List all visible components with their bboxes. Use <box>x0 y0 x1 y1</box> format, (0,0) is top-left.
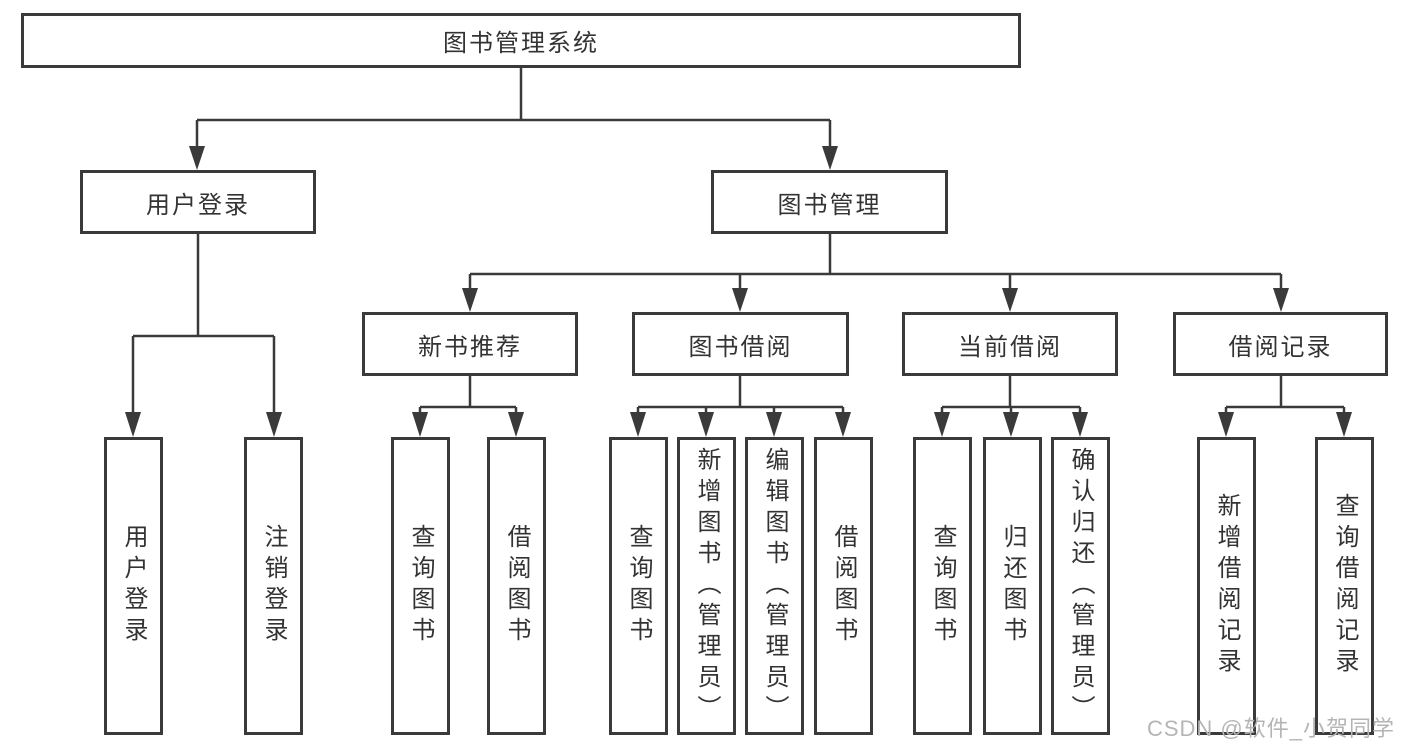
leaf-query-books-recommend-label: 查询图书 <box>407 524 434 648</box>
branch-new-book-recommend <box>412 376 524 437</box>
branch-root <box>189 68 838 170</box>
leaf-borrow-books-label: 借阅图书 <box>830 524 857 648</box>
node-borrow-record-label: 借阅记录 <box>1228 333 1333 361</box>
leaf-query-books-recommend: 查询图书 <box>391 437 450 735</box>
csdn-watermark: CSDN @软件_小贺同学 <box>1146 716 1395 741</box>
branch-user-login <box>125 234 282 437</box>
leaf-add-book-admin: 新增图书（管理员） <box>677 437 736 735</box>
leaf-query-books-borrow-label: 查询图书 <box>625 524 652 648</box>
leaf-add-borrow-record: 新增借阅记录 <box>1197 437 1256 735</box>
leaf-query-borrow-record-label: 查询借阅记录 <box>1331 493 1358 679</box>
leaf-borrow-books-recommend: 借阅图书 <box>487 437 546 735</box>
leaf-confirm-return-admin-label: 确认归还（管理员） <box>1067 446 1094 726</box>
node-user-login-label: 用户登录 <box>146 191 250 219</box>
leaf-edit-book-admin: 编辑图书（管理员） <box>745 437 804 735</box>
leaf-query-books-current: 查询图书 <box>913 437 972 735</box>
leaf-user-login-label: 用户登录 <box>120 524 147 648</box>
leaf-query-books-borrow: 查询图书 <box>609 437 668 735</box>
branch-book-management <box>462 234 1289 312</box>
node-user-login: 用户登录 <box>80 170 316 234</box>
node-root: 图书管理系统 <box>21 13 1021 68</box>
leaf-edit-book-admin-label: 编辑图书（管理员） <box>761 446 788 726</box>
branch-current-borrow <box>934 376 1088 437</box>
node-current-borrow: 当前借阅 <box>902 312 1118 376</box>
node-borrow-record: 借阅记录 <box>1173 312 1388 376</box>
leaf-user-login: 用户登录 <box>104 437 163 735</box>
node-book-borrow: 图书借阅 <box>632 312 849 376</box>
leaf-query-books-current-label: 查询图书 <box>929 524 956 648</box>
leaf-query-borrow-record: 查询借阅记录 <box>1315 437 1374 735</box>
leaf-return-books: 归还图书 <box>983 437 1042 735</box>
branch-book-borrow <box>630 376 851 437</box>
node-book-management: 图书管理 <box>711 170 948 234</box>
leaf-logout-label: 注销登录 <box>260 524 287 648</box>
leaf-confirm-return-admin: 确认归还（管理员） <box>1051 437 1110 735</box>
leaf-return-books-label: 归还图书 <box>999 524 1026 648</box>
leaf-borrow-books: 借阅图书 <box>814 437 873 735</box>
node-new-book-recommend-label: 新书推荐 <box>418 333 522 361</box>
node-current-borrow-label: 当前借阅 <box>958 333 1062 361</box>
leaf-logout: 注销登录 <box>244 437 303 735</box>
node-root-label: 图书管理系统 <box>443 30 599 57</box>
node-book-management-label: 图书管理 <box>777 191 882 219</box>
leaf-add-book-admin-label: 新增图书（管理员） <box>693 446 720 726</box>
node-book-borrow-label: 图书借阅 <box>688 333 793 361</box>
leaf-add-borrow-record-label: 新增借阅记录 <box>1213 493 1240 679</box>
branch-borrow-record <box>1218 376 1352 437</box>
leaf-borrow-books-recommend-label: 借阅图书 <box>503 524 530 648</box>
node-new-book-recommend: 新书推荐 <box>362 312 578 376</box>
